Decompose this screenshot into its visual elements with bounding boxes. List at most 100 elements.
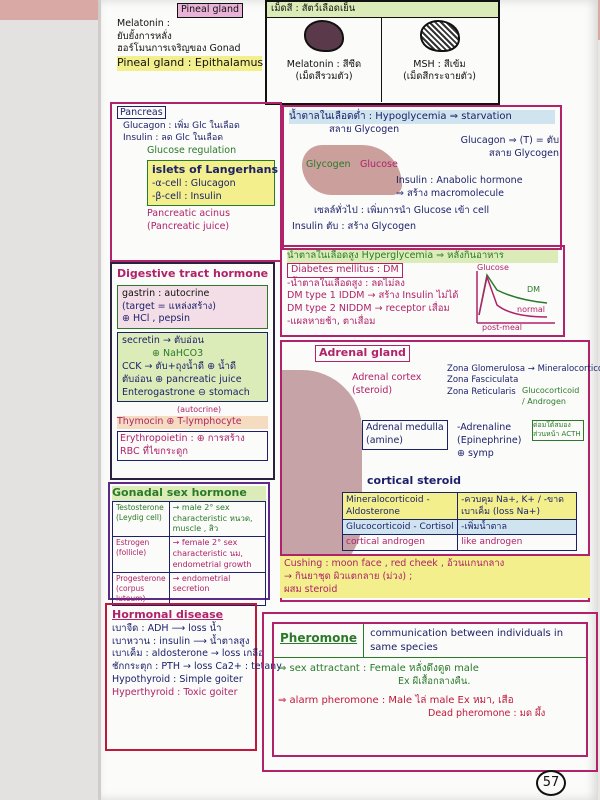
graph-x-label: post-meal	[482, 323, 523, 332]
islets-title: islets of Langerhans	[152, 162, 279, 176]
table-cell: like androgen	[457, 534, 577, 551]
disease-section: Hormonal disease เบาจืด : ADH ⟶ loss น้ำ…	[105, 603, 282, 751]
cortical-steroid: cortical steroid	[367, 474, 461, 487]
dm-title: Diabetes mellitus : DM	[287, 262, 403, 278]
sex-attractant: ⇒ sex attractant : Female หลั่งดึงดูด ma…	[278, 663, 479, 674]
table-cell: Progesterone (corpus luteum)	[112, 571, 170, 607]
table-cell: → male 2° sex characteristic หนวด, muscl…	[168, 500, 267, 538]
pigment-section: เม็ดสี : สัตว์เลือดเย็น Melatonin : สีซี…	[265, 0, 500, 105]
pigment-header: เม็ดสี : สัตว์เลือดเย็น	[267, 2, 498, 18]
glucagon-line: Glucagon : เพิ่ม Glc ในเลือด	[123, 120, 240, 131]
gastrin-box: gastrin : autocrine (target = แหล่งสร้าง…	[117, 284, 268, 330]
glucagon-effect2: สลาย Glycogen	[488, 147, 559, 159]
pineal-title: Pineal gland	[177, 3, 244, 18]
disease-line: Hypothyroid : Simple goiter	[112, 674, 243, 686]
zona-glomerulosa: Zona Glomerulosa → Mineralocorticoid	[447, 364, 600, 374]
islets-box: islets of Langerhans -α-cell : Glucagon …	[147, 159, 279, 207]
adrenal-cortex: Adrenal cortex	[352, 372, 422, 383]
gastrin-target: (target = แหล่งสร้าง)	[122, 300, 217, 312]
insulin-line: Insulin : ลด Glc ในเลือด	[123, 132, 224, 143]
pancreatic-juice: (Pancreatic juice)	[147, 221, 230, 233]
cushing-cause2: ผสม steroid	[284, 583, 338, 595]
dm-line: -แผลหายช้า, ตาเสื่อม	[287, 316, 376, 328]
acth-note: ต่อมใต้สมองส่วนหน้า ACTH	[532, 420, 584, 441]
erythropoietin: Erythropoietin : ⊕ การสร้าง RBC ที่ไขกระ…	[117, 430, 268, 461]
adrenaline: -Adrenaline	[457, 422, 512, 433]
hypoglycemia-section: น้ำตาลในเลือดต่ำ : Hypoglycemia ⇒ starva…	[282, 105, 562, 250]
glucose-graph	[476, 271, 555, 324]
digestive-title: Digestive tract hormone	[117, 267, 269, 280]
cck-effect: ตับอ่อน ⊕ pancreatic juice	[122, 373, 242, 385]
liver-glucose: Glucose	[360, 159, 398, 170]
graph-normal-curve	[478, 274, 548, 318]
pineal-section: Pineal gland Melatonin : ยับยั้งการหลั่ง…	[112, 0, 267, 88]
table-cell: Mineralocorticoid - Aldosterone	[341, 491, 459, 521]
melatonin-label: Melatonin : สีซีด	[286, 58, 362, 70]
insulin-effect4: Insulin ตับ : สร้าง Glycogen	[292, 221, 417, 232]
disease-line: เบาหวาน : insulin ⟶ น้ำตาลสูง	[112, 635, 250, 647]
table-cell: cortical androgen	[341, 534, 459, 551]
cushing-cause: → กินยาชุด ผิวแตกลาย (ม่วง) ;	[284, 570, 413, 582]
cck: CCK → ตับ+ถุงน้ำดี ⊕ น้ำดี	[122, 360, 237, 372]
disease-line: เบาเค็ม : aldosterone → loss เกลือ	[112, 648, 264, 660]
zona-output: Glucocorticoid / Androgen	[522, 386, 580, 406]
table-cell: → endometrial secretion	[168, 571, 267, 607]
adrenal-medulla: Adrenal medulla	[366, 422, 444, 433]
beta-cell: -β-cell : Insulin	[152, 190, 222, 202]
thymocin: Thymocin ⊕ T-lymphocyte	[117, 416, 268, 429]
page-number: 57	[536, 770, 566, 796]
graph-y-label: Glucose	[477, 263, 509, 272]
left-page	[0, 20, 100, 800]
table-cell: -ควบคุม Na+, K+ / -ขาด เบาเค็ม (loss Na+…	[457, 491, 577, 521]
disease-line: Hyperthyroid : Toxic goiter	[112, 686, 238, 698]
table-cell: -เพิ่มน้ำตาล	[457, 519, 577, 536]
adrenal-title: Adrenal gland	[315, 345, 410, 362]
enterogastrone: Enterogastrone ⊖ stomach	[122, 386, 250, 398]
symp: ⊕ symp	[457, 447, 494, 459]
pineal-footer: Pineal gland : Epithalamus	[117, 56, 264, 72]
dead-pheromone: Dead pheromone : มด ผึ้ง	[428, 707, 546, 719]
disease-line: เบาจืด : ADH ⟶ loss น้ำ	[112, 622, 222, 634]
glycogen-label: สลาย Glycogen	[329, 123, 400, 135]
msh-label: MSH : สีเข้ม	[413, 58, 466, 70]
digestive-section: Digestive tract hormone gastrin : autocr…	[110, 262, 275, 480]
pineal-line: ฮอร์โมนการเจริญของ Gonad	[117, 43, 241, 55]
graph-axes	[476, 271, 555, 324]
gastrin: gastrin : autocrine	[122, 287, 210, 299]
thymocin-note: (autocrine)	[177, 405, 222, 415]
table-cell: Glucocorticoid - Cortisol	[341, 519, 459, 536]
secretin: secretin → ตับอ่อน	[122, 335, 205, 347]
zona-fasciculata: Zona Fasciculata	[447, 375, 519, 386]
table-cell: → female 2° sex characteristic นม, endom…	[168, 536, 267, 573]
sex-title: Gonadal sex hormone	[112, 486, 266, 501]
glucose-regulation: Glucose regulation	[147, 145, 237, 157]
cushing: Cushing : moon face , red cheek , อ้วนแก…	[284, 558, 505, 569]
msh-sub: (เม็ดสีกระจายตัว)	[403, 71, 476, 83]
glucagon-effect: Glucagon ⇒ (T) = ตับ	[460, 135, 559, 146]
alpha-cell: -α-cell : Glucagon	[152, 177, 236, 189]
pineal-line: ยับยั้งการหลั่ง	[117, 30, 172, 42]
zona-reticularis: Zona Reticularis	[447, 386, 516, 397]
cortex-sub: (steroid)	[352, 384, 393, 396]
melatonin-sub: (เม็ดสีรวมตัว)	[295, 71, 353, 83]
pancreas-label: Pancreas	[117, 106, 166, 119]
graph-dm-label: DM	[527, 285, 541, 294]
insulin-effect: Insulin : Anabolic hormone	[396, 175, 523, 186]
medulla-sub: (amine)	[366, 434, 403, 446]
hyperglycemia-section: น้ำตาลในเลือดสูง Hyperglycemia ⇒ หลังกิน…	[280, 245, 565, 337]
pheromone-section: Pheromone communication between individu…	[262, 612, 598, 772]
pheromone-definition: communication between individuals in sam…	[370, 628, 564, 653]
disease-line: ชักกระตุก : PTH → loss Ca2+ : tetany	[112, 661, 282, 673]
acinus: Pancreatic acinus	[147, 208, 231, 220]
liver-glycogen: Glycogen	[306, 159, 351, 170]
secretin-box: secretin → ตับอ่อน ⊕ NaHCO3 CCK → ตับ+ถุ…	[117, 332, 268, 403]
table-cell: Estrogen (follicle)	[112, 536, 170, 573]
table-cell: Testosterone (Leydig cell)	[112, 500, 170, 538]
graph-normal-label: normal	[517, 305, 546, 314]
sex-attractant-example: Ex ผีเสื้อกลางคืน.	[398, 675, 471, 687]
sex-hormone-table: Testosterone (Leydig cell)→ male 2° sex …	[112, 500, 267, 607]
disease-title: Hormonal disease	[112, 608, 224, 621]
cortical-table: Mineralocorticoid - Aldosterone-ควบคุม N…	[341, 491, 577, 551]
dm-line: -น้ำตาลในเลือดสูง : ลดไม่ลง	[287, 277, 405, 289]
melanophore-aggregated-icon	[304, 19, 344, 52]
